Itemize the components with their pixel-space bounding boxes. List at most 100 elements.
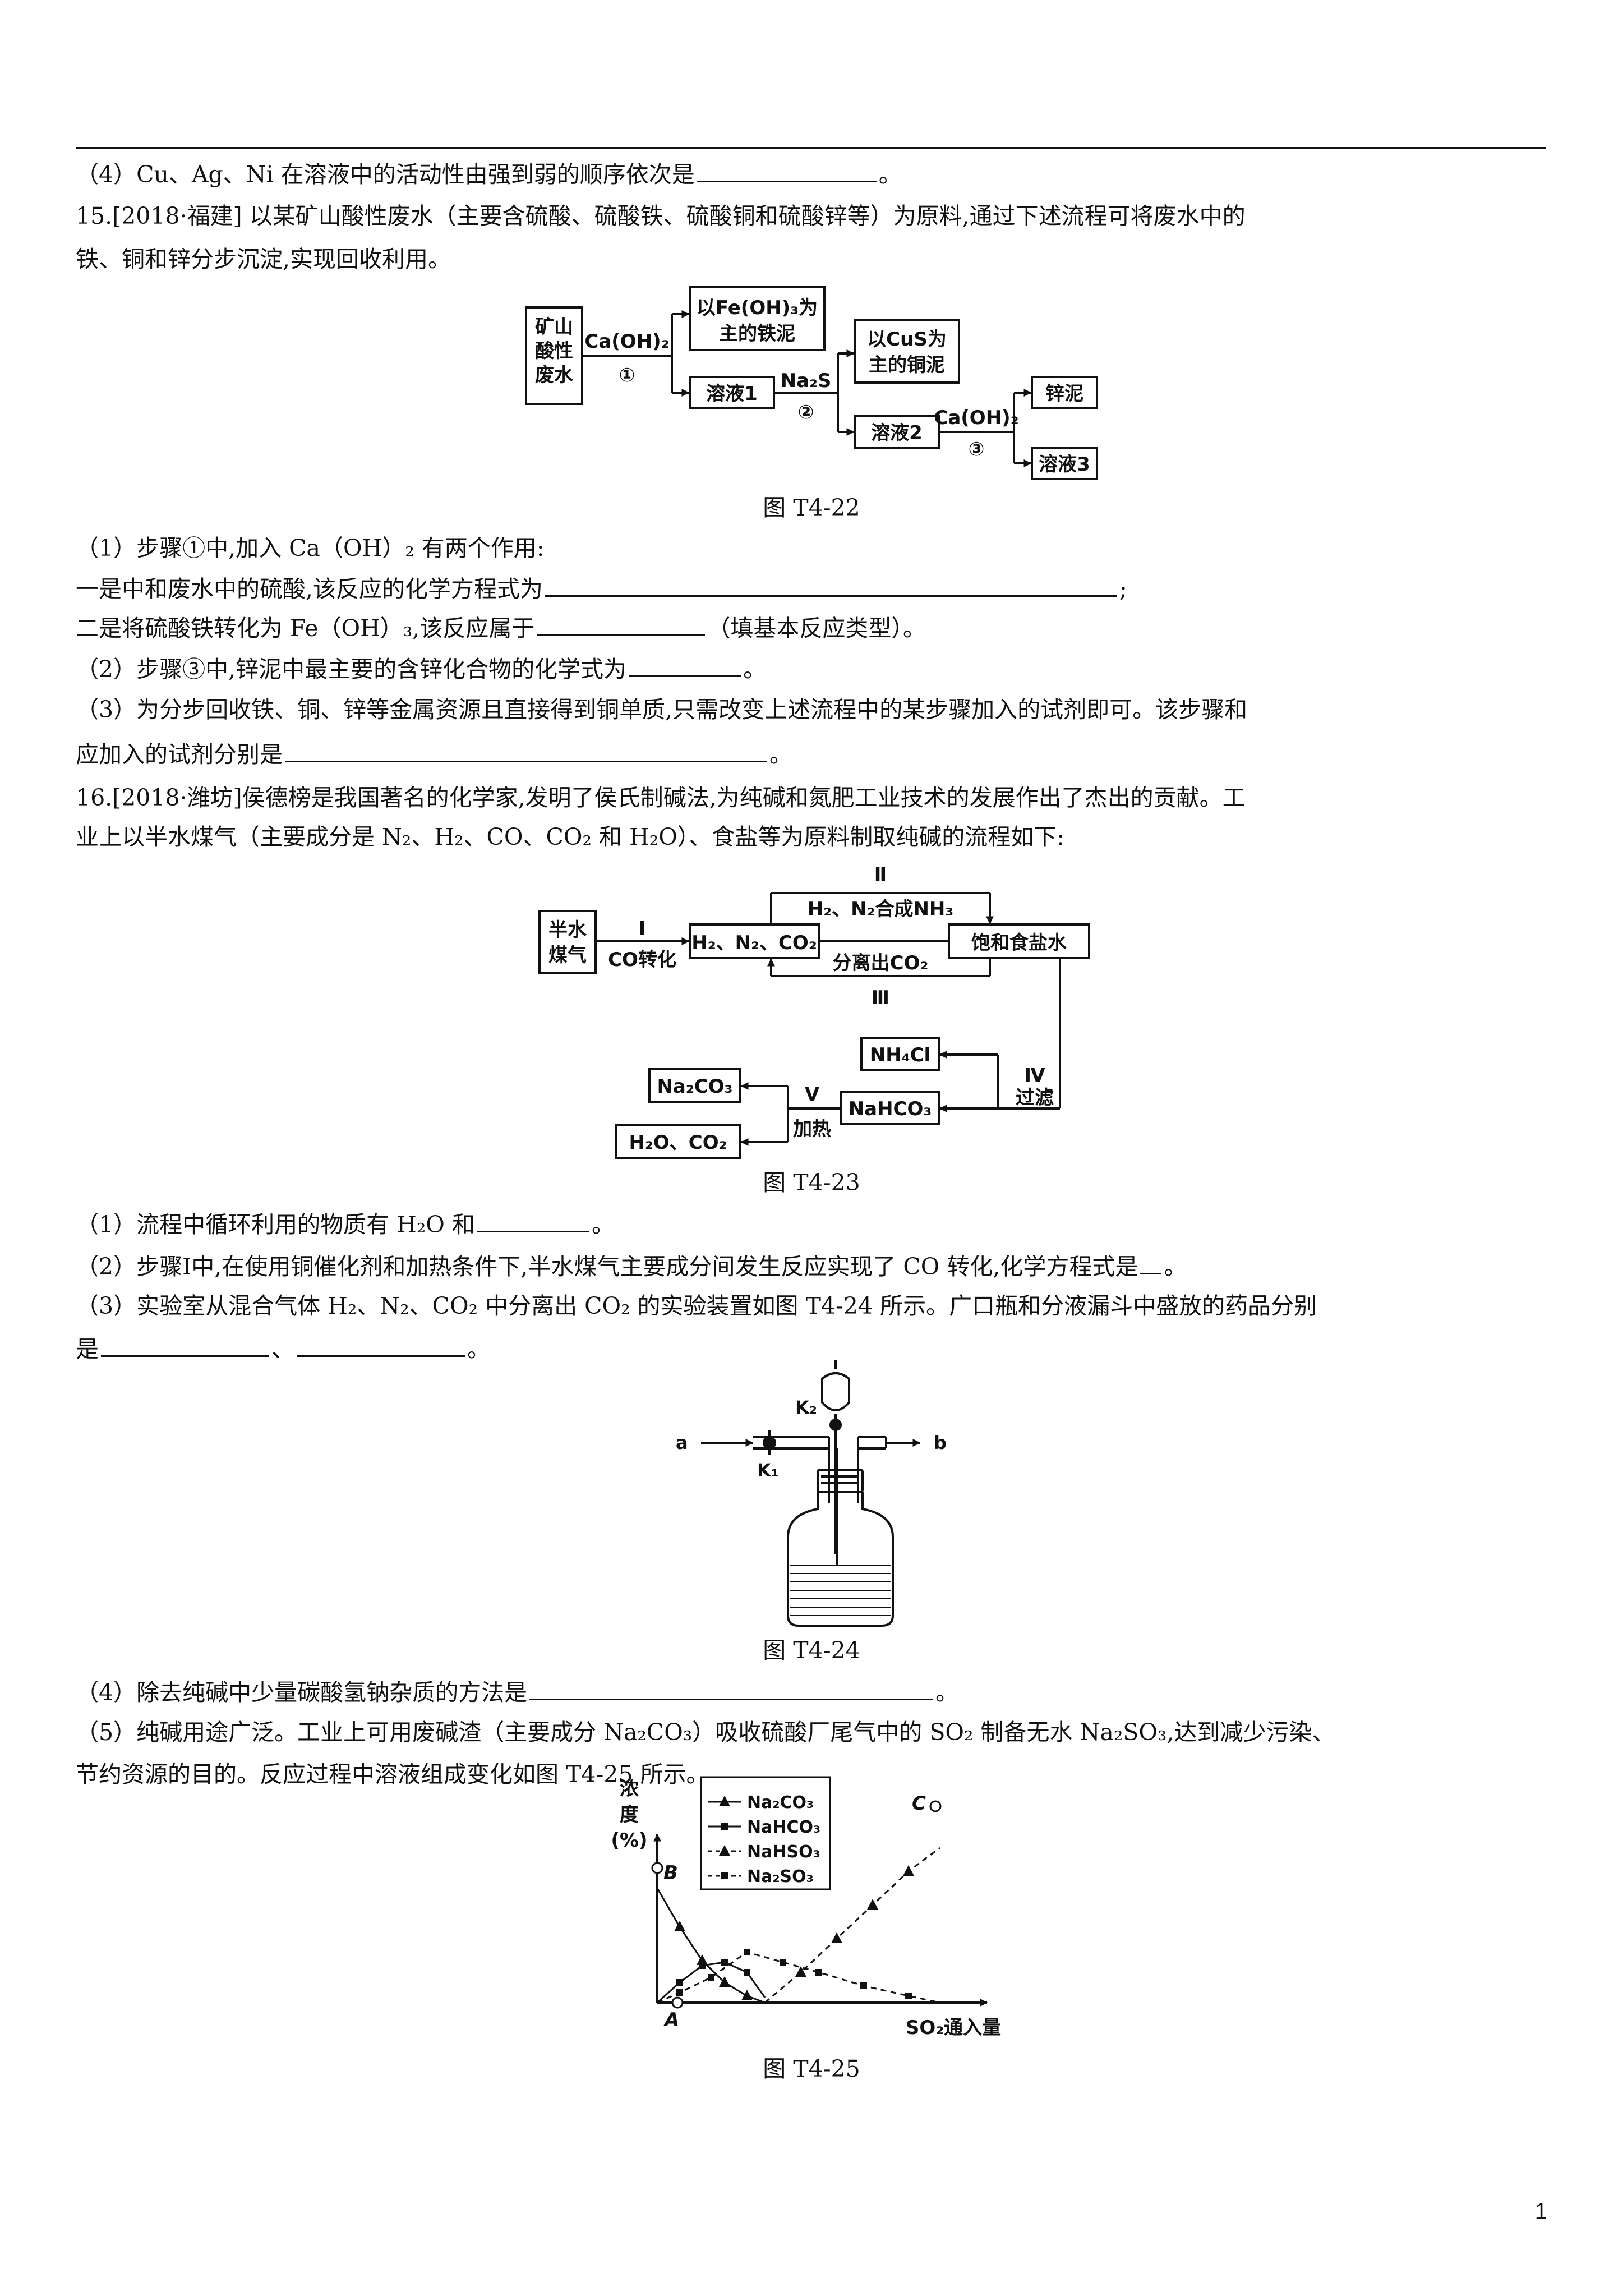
label-b: b bbox=[934, 1432, 947, 1453]
legend-marker-naco bbox=[719, 1796, 730, 1806]
apparatus-t4-24 bbox=[701, 1360, 921, 1627]
legend-label-naso: Na₂SO₃ bbox=[747, 1867, 814, 1887]
label-wastewater-1: 矿山 bbox=[535, 316, 573, 338]
q16-stem-line1: 16.[2018·潍坊]侯德榜是我国著名的化学家,发明了侯氏制碱法,为纯碱和氮肥… bbox=[76, 784, 1246, 811]
answer-blank[interactable] bbox=[545, 570, 1118, 597]
legend-label-nahso: NaHSO₃ bbox=[747, 1842, 820, 1862]
box-solution3 bbox=[1031, 447, 1098, 480]
answer-blank[interactable] bbox=[629, 651, 741, 677]
data-point-nahso bbox=[867, 1899, 878, 1910]
point-label-A: A bbox=[663, 2009, 679, 2031]
ylabel-3: (%) bbox=[611, 1829, 647, 1852]
data-point-naso bbox=[905, 1993, 912, 1999]
label-copper-sludge-1: 以CuS为 bbox=[867, 328, 947, 351]
answer-blank[interactable] bbox=[101, 1331, 269, 1357]
q15-stem-line2: 铁、铜和锌分步沉淀,实现回收利用。 bbox=[76, 246, 451, 273]
answer-blank[interactable] bbox=[285, 736, 767, 762]
box-copper-sludge bbox=[854, 319, 960, 384]
q16-stem-line2: 业上以半水煤气（主要成分是 N₂、H₂、CO、CO₂ 和 H₂O）、食盐等为原料… bbox=[76, 823, 1065, 850]
caption-t4-25: 图 T4-25 bbox=[763, 2055, 860, 2082]
q15-stem-line1: 15.[2018·福建] 以某矿山酸性废水（主要含硫酸、硫酸铁、硫酸铜和硫酸锌等… bbox=[76, 203, 1246, 229]
q16-part5-line1: （5）纯碱用途广泛。工业上可用废碱渣（主要成分 Na₂CO₃）吸收硫酸厂尾气中的… bbox=[76, 1719, 1335, 1746]
data-point-nahco bbox=[699, 1962, 706, 1969]
answer-blank[interactable] bbox=[529, 1674, 934, 1700]
data-point-naso bbox=[744, 1949, 750, 1955]
caption-t4-24: 图 T4-24 bbox=[763, 1637, 860, 1664]
series-line-naco bbox=[656, 1888, 766, 2004]
data-point-nahso bbox=[903, 1865, 914, 1876]
xlabel: SO₂通入量 bbox=[906, 2017, 1001, 2039]
q16-part3-line1: （3）实验室从混合气体 H₂、N₂、CO₂ 中分离出 CO₂ 的实验装置如图 T… bbox=[76, 1292, 1317, 1319]
label-co-conversion: CO转化 bbox=[608, 949, 676, 971]
label-mix-gas: H₂、N₂、CO₂ bbox=[691, 932, 817, 954]
label-copper-sludge-2: 主的铜泥 bbox=[869, 354, 945, 376]
point-label-C: C bbox=[912, 1792, 926, 1815]
label-k1: K₁ bbox=[757, 1460, 779, 1481]
series-line-naso bbox=[657, 1951, 940, 2004]
data-point-nahco bbox=[744, 1969, 750, 1976]
q16-part1: （1）流程中循环利用的物质有 H₂O 和。 bbox=[76, 1206, 1546, 1241]
data-point-naco bbox=[719, 1976, 730, 1987]
data-point-naso bbox=[676, 1989, 683, 1996]
data-point-nahso bbox=[831, 1932, 842, 1943]
label-wastewater-3: 废水 bbox=[535, 364, 574, 386]
reagent-na2s: Na₂S bbox=[781, 370, 832, 392]
label-nh4cl: NH₄Cl bbox=[870, 1044, 930, 1066]
step-IV: Ⅳ bbox=[1024, 1064, 1045, 1087]
label-a: a bbox=[676, 1432, 688, 1453]
step-II: Ⅱ bbox=[874, 863, 887, 886]
label-brine: 饱和食盐水 bbox=[971, 932, 1067, 954]
step-3: ③ bbox=[969, 438, 985, 461]
flowchart-t4-23 bbox=[538, 892, 1090, 1159]
reagent-caoh2-3: Ca(OH)₂ bbox=[934, 407, 1018, 429]
box-nh4cl bbox=[860, 1037, 940, 1071]
box-h2o-co2 bbox=[615, 1124, 741, 1159]
legend-marker-nahco bbox=[721, 1823, 728, 1830]
caption-t4-23: 图 T4-23 bbox=[763, 1169, 860, 1196]
label-solution3: 溶液3 bbox=[1039, 453, 1090, 476]
label-iron-sludge-1: 以Fe(OH)₃为 bbox=[697, 297, 818, 319]
answer-blank[interactable] bbox=[477, 1206, 589, 1232]
answer-blank[interactable] bbox=[297, 1331, 465, 1357]
q15-part3-line1: （3）为分步回收铁、铜、锌等金属资源且直接得到铜单质,只需改变上述流程中的某步骤… bbox=[76, 696, 1248, 723]
q15-part1-a: 一是中和废水中的硫酸,该反应的化学方程式为; bbox=[76, 570, 1546, 606]
reagent-caoh2-1: Ca(OH)₂ bbox=[584, 330, 669, 353]
data-point-naso bbox=[780, 1959, 786, 1966]
label-gas-2: 煤气 bbox=[548, 944, 587, 967]
step-1: ① bbox=[619, 364, 635, 386]
point-C bbox=[929, 1800, 942, 1812]
data-point-naso bbox=[815, 1969, 822, 1976]
q16-part5-line2: 节约资源的目的。反应过程中溶液组成变化如图 T4-25 所示。 bbox=[76, 1761, 709, 1788]
label-h2o-co2: H₂O、CO₂ bbox=[629, 1131, 727, 1154]
page-number: 1 bbox=[1534, 2199, 1547, 2224]
data-point-nahco bbox=[721, 1959, 728, 1966]
data-point-nahso bbox=[795, 1966, 806, 1977]
label-na2co3: Na₂CO₃ bbox=[657, 1075, 732, 1098]
box-saturated-brine bbox=[948, 923, 1090, 959]
q16-part2: （2）步骤Ⅰ中,在使用铜催化剂和加热条件下,半水煤气主要成分间发生反应实现了 C… bbox=[76, 1248, 1546, 1283]
data-point-nahco bbox=[676, 1979, 683, 1986]
answer-blank[interactable] bbox=[1140, 1248, 1162, 1274]
label-filter: 过滤 bbox=[1016, 1087, 1054, 1109]
answer-blank[interactable] bbox=[537, 610, 706, 636]
label-iron-sludge-2: 主的铁泥 bbox=[719, 323, 795, 345]
data-point-naso bbox=[708, 1974, 714, 1981]
data-point-naco bbox=[674, 1921, 685, 1931]
flowchart-t4-22 bbox=[525, 286, 1098, 480]
legend-marker-naso bbox=[721, 1872, 728, 1879]
legend-label-nahco: NaHCO₃ bbox=[747, 1818, 820, 1837]
label-nh3-synthesis: H₂、N₂合成NH₃ bbox=[808, 898, 954, 921]
step-2: ② bbox=[798, 401, 814, 424]
answer-blank[interactable] bbox=[697, 156, 877, 182]
chart-t4-25: 浓 度 (%) SO₂通入量 B A C Na₂CO₃NaHCO₃NaHSO₃N… bbox=[611, 1776, 1001, 2039]
q15-part2: （2）步骤③中,锌泥中最主要的含锌化合物的化学式为。 bbox=[76, 651, 1546, 686]
q15-part1: （1）步骤①中,加入 Ca（OH）₂ 有两个作用: bbox=[76, 535, 545, 562]
label-solution1: 溶液1 bbox=[706, 383, 758, 405]
point-label-B: B bbox=[663, 1862, 678, 1884]
box-iron-sludge bbox=[689, 286, 826, 351]
box-zinc-sludge bbox=[1031, 376, 1098, 409]
q16-part4: （4）除去纯碱中少量碳酸氢钠杂质的方法是。 bbox=[76, 1674, 1546, 1709]
label-solution2: 溶液2 bbox=[871, 422, 923, 444]
step-I: Ⅰ bbox=[639, 917, 646, 940]
label-wastewater-2: 酸性 bbox=[535, 340, 573, 362]
